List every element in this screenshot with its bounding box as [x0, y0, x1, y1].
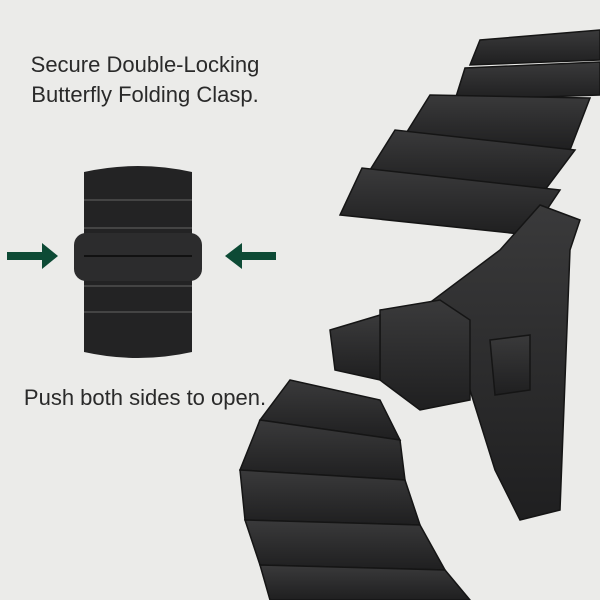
right-arrow-icon — [225, 243, 276, 269]
open-instruction-caption: Push both sides to open. — [23, 385, 267, 410]
clasp-feature-caption: Secure Double-Locking Butterfly Folding … — [30, 52, 260, 107]
closed-clasp-image — [74, 166, 202, 358]
open-band-image — [238, 29, 600, 600]
left-arrow-icon — [7, 243, 58, 269]
